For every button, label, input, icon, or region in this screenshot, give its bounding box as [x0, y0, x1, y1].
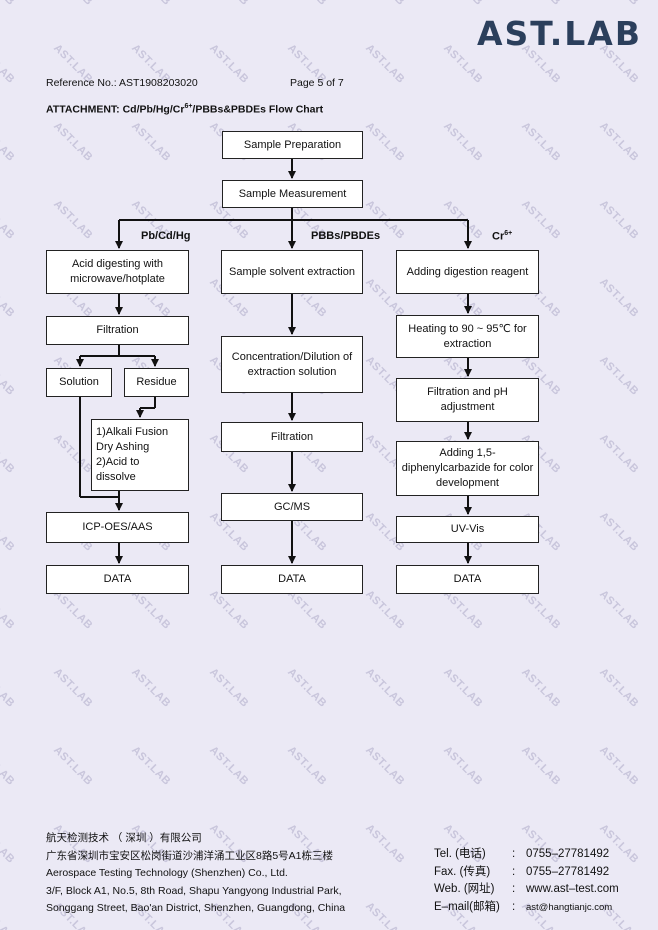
email-label: E–mail(邮箱)	[434, 900, 500, 913]
sample-measurement-box: Sample Measurement	[222, 180, 363, 208]
company-name-en: Aerospace Testing Technology (Shenzhen) …	[46, 867, 288, 879]
email-link[interactable]: ast@hangtianjc.com	[526, 901, 613, 913]
branch-label-pb-cd-hg: Pb/Cd/Hg	[141, 230, 191, 242]
diphenylcarbazide-box: Adding 1,5-diphenylcarbazide for color d…	[396, 441, 539, 496]
sample-preparation-box: Sample Preparation	[222, 131, 363, 159]
solution-box: Solution	[46, 368, 112, 397]
icp-oes-aas-box: ICP-OES/AAS	[46, 512, 189, 543]
branch-label-pbbs-pbdes: PBBs/PBDEs	[311, 230, 381, 242]
footer-contact-info: Tel. (电话):0755–27781492 Fax. (传真):0755–2…	[434, 846, 619, 916]
alkali-fusion-box: 1)Alkali Fusion Dry Ashing 2)Acid to dis…	[91, 419, 189, 491]
page-number: Page 5 of 7	[290, 77, 344, 89]
address-en-line2: Songgang Street, Bao'an District, Shenzh…	[46, 902, 346, 914]
filtration-box-b: Filtration	[221, 422, 363, 452]
gc-ms-box: GC/MS	[221, 493, 363, 521]
acid-digesting-box: Acid digesting with microwave/hotplate	[46, 250, 189, 294]
reference-number: Reference No.: AST1908203020	[46, 77, 198, 89]
company-logo: AST.LAB	[476, 14, 642, 53]
branch-label-cr6: Cr6+	[492, 230, 513, 243]
fax-value: 0755–27781492	[526, 865, 610, 878]
data-box-c: DATA	[396, 565, 539, 594]
attachment-title: ATTACHMENT: Cd/Pb/Hg/Cr6+/PBBs&PBDEs Flo…	[46, 103, 324, 116]
web-link[interactable]: www.ast–test.com	[526, 883, 619, 895]
tel-label: Tel. (电话)	[434, 848, 486, 860]
company-name-cn: 航天检测技术 （ 深圳 ）有限公司	[46, 832, 202, 844]
footer-company-info: 航天检测技术 （ 深圳 ）有限公司 广东省深圳市宝安区松岗街道沙浦洋涌工业区8路…	[46, 830, 345, 918]
heating-box: Heating to 90 ~ 95℃ for extraction	[396, 315, 539, 358]
fax-label: Fax. (传真)	[434, 865, 491, 878]
concentration-dilution-box: Concentration/Dilution of extraction sol…	[221, 336, 363, 393]
solvent-extraction-box: Sample solvent extraction	[221, 250, 363, 294]
tel-value: 0755–27781492	[526, 848, 610, 860]
filtration-box-a: Filtration	[46, 316, 189, 345]
address-cn: 广东省深圳市宝安区松岗街道沙浦洋涌工业区8路5号A1栋三楼	[46, 849, 334, 862]
address-en-line1: 3/F, Block A1, No.5, 8th Road, Shapu Yan…	[46, 884, 342, 897]
residue-box: Residue	[124, 368, 189, 397]
uv-vis-box: UV-Vis	[396, 516, 539, 543]
data-box-b: DATA	[221, 565, 363, 594]
digestion-reagent-box: Adding digestion reagent	[396, 250, 539, 294]
filtration-ph-box: Filtration and pH adjustment	[396, 378, 539, 422]
web-label: Web. (网址)	[434, 883, 495, 895]
data-box-a: DATA	[46, 565, 189, 594]
